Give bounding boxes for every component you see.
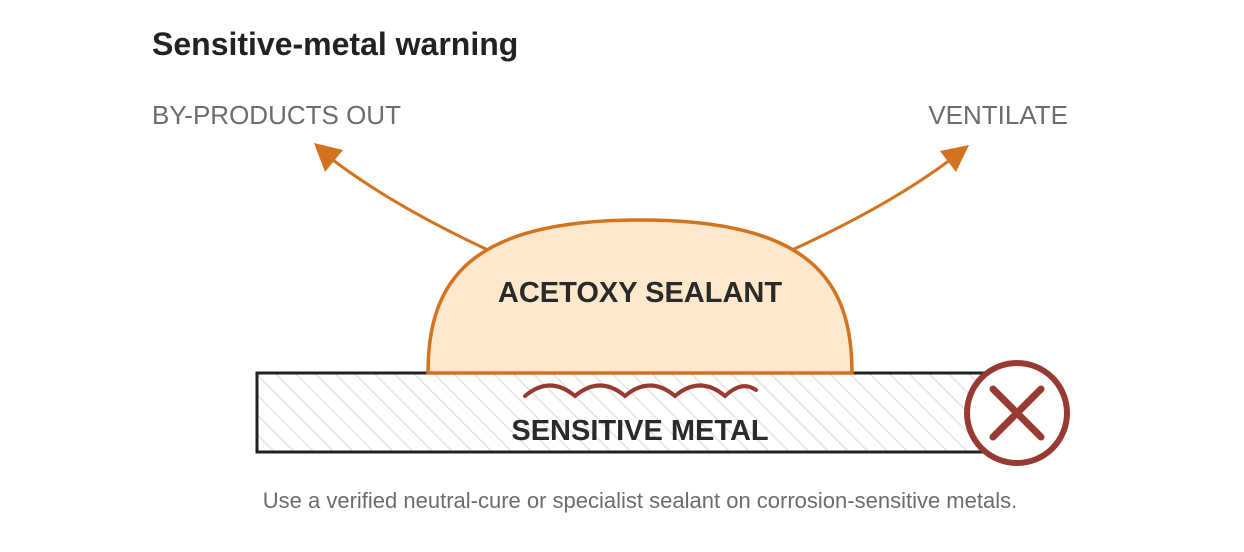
ventilate-arrow: [791, 145, 969, 252]
sealant-label: ACETOXY SEALANT: [498, 277, 782, 309]
metal-label: SENSITIVE METAL: [511, 415, 768, 447]
caption: Use a verified neutral-cure or specialis…: [263, 488, 1017, 513]
page-title: Sensitive-metal warning: [152, 26, 518, 62]
by-products-label: BY-PRODUCTS OUT: [152, 100, 401, 130]
by-products-arrowhead-icon: [314, 143, 343, 172]
warning-cross-stroke-b: [989, 385, 1045, 441]
ventilate-arrowhead-icon: [940, 145, 969, 172]
by-products-arrow: [314, 143, 489, 252]
by-products-arrow-line: [332, 158, 489, 252]
acetoxy-sealant-bead: [426, 218, 854, 375]
ventilate-arrow-line: [791, 158, 951, 252]
ventilate-label: VENTILATE: [928, 100, 1068, 130]
corrosion-wave-icon: [523, 383, 758, 399]
cross-circle-icon: [964, 360, 1070, 466]
